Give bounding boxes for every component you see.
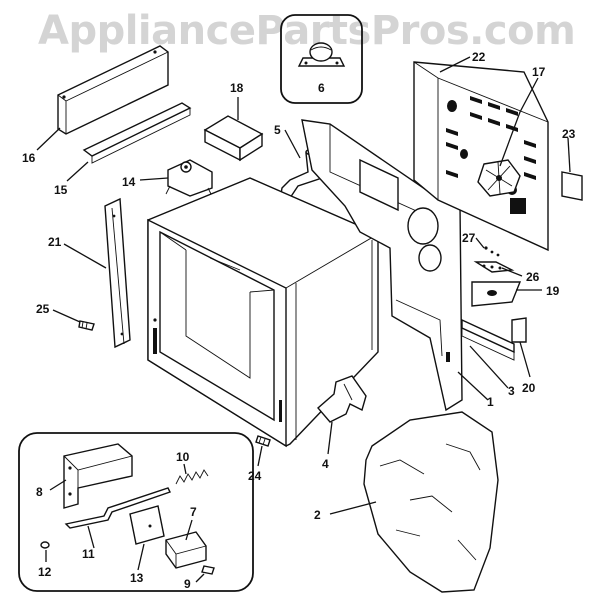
callout-4: 4	[322, 457, 329, 471]
part-15-rail	[82, 102, 192, 164]
part-17-fan	[477, 159, 521, 197]
part-20-bracket	[511, 317, 527, 343]
part-4-hinge	[317, 375, 367, 423]
callout-18: 18	[230, 81, 244, 95]
callout-23: 23	[562, 127, 576, 141]
callout-14: 14	[122, 175, 136, 189]
callout-3: 3	[508, 384, 515, 398]
part-22-rear-panel	[413, 61, 549, 252]
callout-8: 8	[36, 485, 43, 499]
part-24-screw	[255, 435, 271, 447]
inset-box-lower-parts	[18, 432, 254, 592]
callout-27: 27	[462, 231, 476, 245]
callout-13: 13	[130, 571, 144, 585]
callout-6: 6	[318, 81, 325, 95]
callout-15: 15	[54, 183, 68, 197]
part-19-housing	[471, 281, 522, 307]
part-21-side-trim	[104, 197, 131, 349]
callout-12: 12	[38, 565, 52, 579]
inset-box-part-6	[280, 14, 363, 104]
part-23-cover	[561, 171, 583, 201]
callout-22: 22	[472, 50, 486, 64]
callout-labels: 1 2 3 4 5 6 7 8 9 10 11 12 13 14 15 16 1…	[22, 50, 576, 591]
part-18-block	[203, 115, 264, 162]
part-14-switch	[165, 159, 213, 197]
callout-9: 9	[184, 577, 191, 591]
oven-cavity	[147, 177, 379, 448]
callout-16: 16	[22, 151, 36, 165]
callout-11: 11	[82, 547, 95, 561]
callout-17: 17	[532, 65, 546, 79]
callout-5: 5	[274, 123, 281, 137]
part-3-rail	[461, 318, 515, 361]
back-panel	[301, 119, 463, 412]
callout-1: 1	[487, 395, 494, 409]
callout-25: 25	[36, 302, 50, 316]
part-2-insulation	[363, 411, 499, 593]
callout-10: 10	[176, 450, 190, 464]
callout-7: 7	[190, 505, 197, 519]
callout-2: 2	[314, 508, 321, 522]
callout-20: 20	[522, 381, 536, 395]
part-16-top-bracket	[57, 45, 169, 135]
callout-21: 21	[48, 235, 62, 249]
part-25-screw	[78, 320, 95, 331]
callout-24: 24	[248, 469, 262, 483]
callout-26: 26	[526, 270, 540, 284]
leader-lines	[36, 56, 571, 583]
callout-19: 19	[546, 284, 560, 298]
part-26-terminal-block	[473, 246, 515, 273]
